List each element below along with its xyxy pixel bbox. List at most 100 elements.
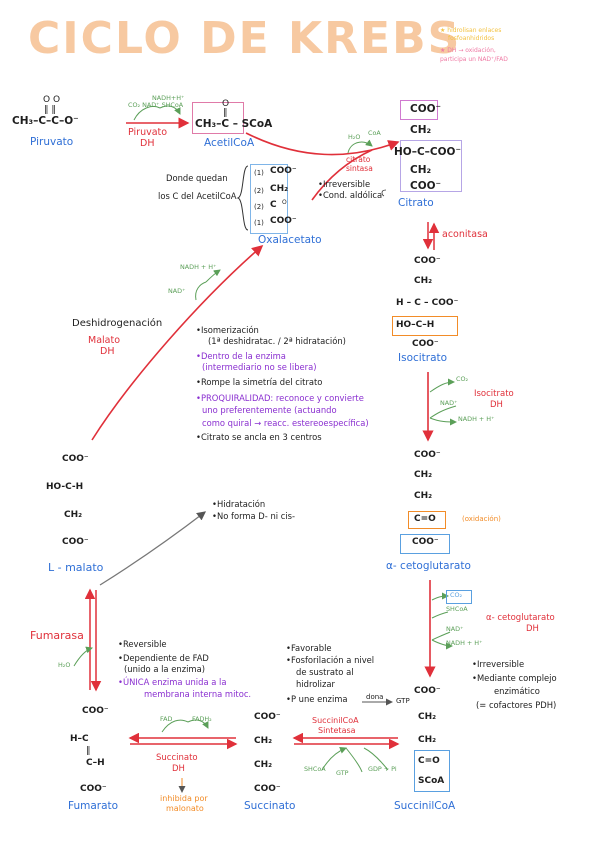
isocitrato-l1: COO⁻ [414, 256, 441, 266]
akg-l5: COO⁻ [412, 537, 439, 547]
sdh-note4: •ÚNICA enzima unida a la [118, 677, 227, 687]
scs-gtp: GTP [336, 769, 349, 777]
oxalacetato-label: Oxalacetato [258, 234, 322, 246]
oxal-num4: (1) [254, 219, 264, 227]
acetil-highlight-box [192, 102, 244, 134]
oxal-l2: CH₂ [270, 184, 289, 194]
oxal-num1: (1) [254, 169, 264, 177]
malato-l4: COO⁻ [62, 537, 89, 547]
isocitrato-l5: COO⁻ [412, 339, 439, 349]
coo-box [400, 534, 450, 554]
iso-note-5: •PROQUIRALIDAD: reconoce y convierte [196, 393, 364, 403]
citrato-sintasa-label: citrato [346, 155, 371, 164]
aconitasa-label: aconitasa [442, 229, 488, 240]
malato-l1: COO⁻ [62, 454, 89, 464]
citrato-l4: CH₂ [410, 164, 432, 176]
scs-note3: de sustrato al [296, 667, 354, 677]
iso-note-7: como quiral → reacc. estereoespecífica) [202, 418, 369, 428]
oxal-l3: C [270, 200, 277, 210]
fumarato-l4: C–H [86, 758, 105, 768]
arrow-hidratacion-note [99, 511, 207, 586]
fumarasa-note1: •Hidratación [212, 499, 266, 509]
succoa-l1: COO⁻ [414, 686, 441, 696]
iso-note-8: •Citrato se ancla en 3 centros [196, 432, 322, 442]
sdh-fad: FAD [160, 715, 173, 723]
brace-oxalacetato [236, 165, 249, 231]
akg-oxidacion: (oxidación) [462, 515, 501, 523]
scs-note1: •Favorable [286, 643, 332, 653]
akgdh-nad: NAD⁺ [446, 625, 464, 633]
succinato-l3: CH₂ [254, 760, 273, 770]
scs-note2: •Fosforilación a nivel [286, 655, 375, 665]
succoa-l3: CH₂ [418, 735, 437, 745]
malato-l3: CH₂ [64, 510, 83, 520]
scs-label2: Sintetasa [318, 726, 356, 735]
oxal-l4: COO⁻ [270, 216, 297, 226]
piruvato-double-bonds: ‖ ‖ [44, 105, 56, 115]
pdh-cofactors: CO₂ NAD⁺ SHCoA [128, 101, 184, 109]
isocitrato-box [392, 316, 458, 336]
pdh-label-dh: DH [140, 138, 155, 149]
idh-label-dh: DH [490, 400, 503, 410]
sdh-malonato: malonato [166, 804, 204, 813]
piruvato-label: Piruvato [30, 136, 74, 148]
mdh-label-dh: DH [100, 346, 115, 357]
citrato-label: Citrato [398, 197, 434, 209]
cs-h2o: H₂O [348, 133, 361, 141]
succinato-label: Succinato [244, 800, 296, 812]
akg-l1: COO⁻ [414, 450, 441, 460]
iso-note-0: •Isomerización [196, 325, 259, 335]
cs-coa: CoA [368, 129, 381, 137]
acetilcoa-oxygen: O [222, 99, 230, 109]
donde-line1: Donde quedan [166, 173, 228, 183]
malato-l2: HO-C-H [46, 482, 84, 492]
scs-dona: dona [366, 693, 384, 701]
sdh-note3: (unido a la enzima) [124, 664, 205, 674]
citrato-mid-box [400, 140, 462, 192]
akgdh-shcoa: SHCoA [446, 605, 468, 613]
piruvato-oxygens: O O [43, 95, 61, 105]
scs-shcoa: SHCoA [304, 765, 326, 773]
sdh-label-dh: DH [172, 764, 185, 774]
alfacetoglutarato-label: α- cetoglutarato [386, 560, 471, 572]
succinato-l1: COO⁻ [254, 712, 281, 722]
fumarato-label: Fumarato [68, 800, 119, 812]
akgdh-co2: CO₂ [450, 591, 463, 599]
cs-note-aldolica: •Cond. aldólica [318, 190, 383, 200]
sdh-note5: membrana interna mitoc. [144, 689, 252, 699]
citrato-l1: COO⁻ [410, 103, 442, 115]
oxal-oxygen: O [282, 199, 287, 206]
akgdh-label-dh: DH [526, 624, 539, 634]
arrow-mdh [91, 244, 264, 441]
fumarasa-h2o: H₂O [58, 661, 71, 669]
fumarato-l5: COO⁻ [80, 784, 107, 794]
akgdh-note4: (= cofactores PDH) [476, 700, 557, 710]
fumarato-dbl: ‖ [86, 746, 91, 756]
fumarasa-note2: •No forma D- ni cis- [212, 511, 296, 521]
isocitrato-l4: HO–C–H [396, 320, 435, 330]
akgdh-note3: enzimático [494, 686, 540, 696]
akgdh-note2: •Mediante complejo [472, 673, 557, 683]
scoa-box [414, 750, 450, 792]
succinato-l2: CH₂ [254, 736, 273, 746]
citrato-top-box [400, 100, 438, 120]
isocitrato-l3: H – C – COO⁻ [396, 298, 459, 308]
succinato-l4: COO⁻ [254, 784, 281, 794]
legend-pink-line2: participa un NAD⁺/FAD [440, 56, 508, 63]
akgdh-nadh: NADH + H⁺ [446, 639, 483, 647]
iso-note-6: uno preferentemente (actuando [202, 405, 337, 415]
page-title: CICLO DE KREBS [28, 13, 462, 64]
cs-note-irreversible: •Irreversible [318, 179, 371, 189]
arrow-citrato-sintasa [245, 132, 400, 156]
legend-yellow-line1: ★ hidrolisan enlaces [440, 27, 502, 34]
akg-l2: CH₂ [414, 470, 433, 480]
arrow-oxalacetato-feed [311, 149, 373, 201]
akgdh-note1: •Irreversible [472, 659, 525, 669]
isocitrato-label: Isocitrato [398, 352, 448, 364]
oxal-l1: COO⁻ [270, 166, 297, 176]
legend-yellow-line2: fosfoanhidridos [448, 35, 495, 42]
mdh-nad: NAD⁺ [168, 287, 186, 295]
arrow-pdh-cofactors [133, 106, 161, 121]
oxal-num2: (2) [254, 187, 264, 195]
